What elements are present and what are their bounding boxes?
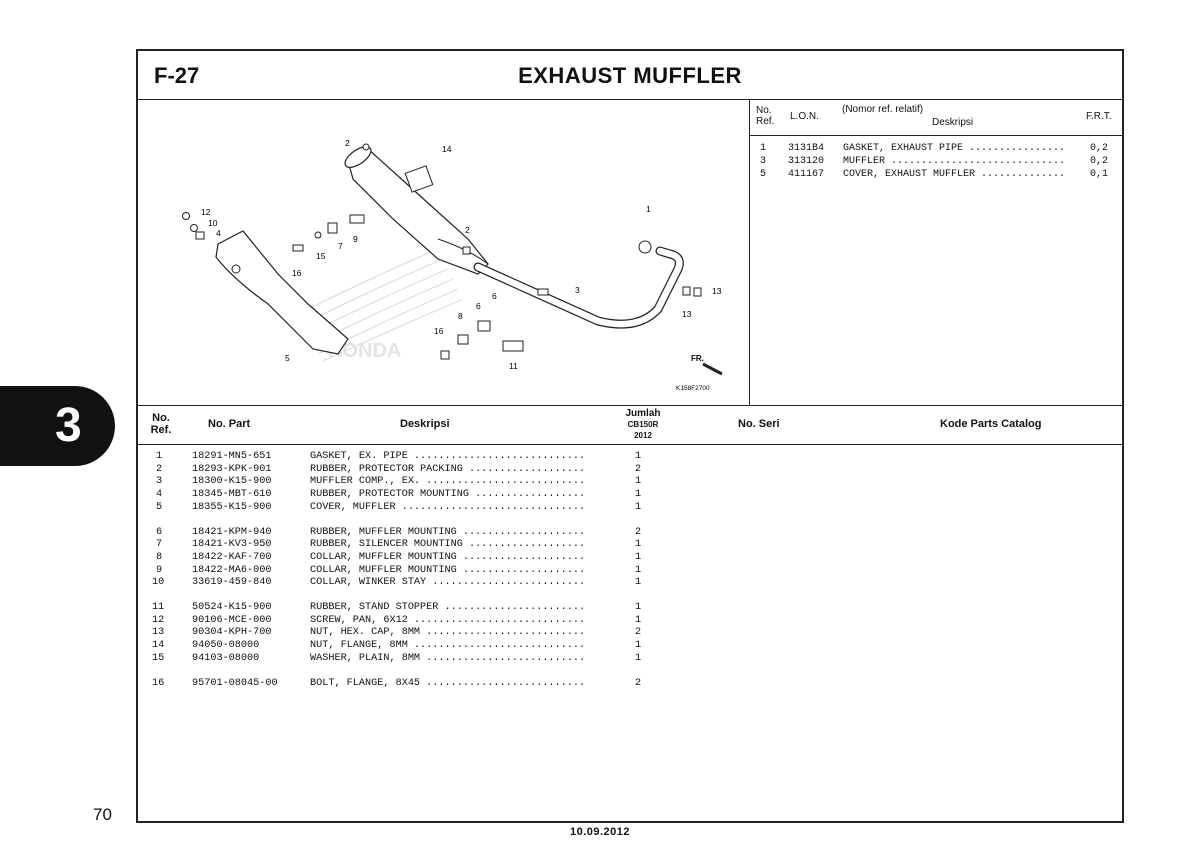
callout-label: 3 (575, 285, 580, 295)
lon-header-deskripsi: Deskripsi (932, 117, 974, 128)
callout-label: 4 (216, 228, 221, 238)
page-header: F-27 EXHAUST MUFFLER (138, 51, 1122, 100)
parts-table-header: No. Ref. No. Part Deskripsi Jumlah CB150… (138, 405, 1122, 445)
muffler-end (344, 146, 372, 168)
callout-label: 15 (316, 251, 326, 261)
callout-label: 8 (458, 311, 463, 321)
callout-label: 10 (208, 218, 218, 228)
callout-label: 7 (338, 241, 343, 251)
header-deskripsi: Deskripsi (400, 418, 450, 430)
callout-label: 6 (492, 291, 497, 301)
muffler-body (347, 148, 489, 275)
callout-label: 9 (353, 234, 358, 244)
lon-header-noref: No. Ref. (756, 105, 775, 127)
section-number: 3 (55, 399, 82, 452)
callout-label: 2 (345, 138, 350, 148)
page-number: 70 (93, 805, 112, 824)
divider (750, 135, 1122, 136)
lon-header-lon: L.O.N. (790, 111, 819, 122)
header-kode: Kode Parts Catalog (940, 418, 1042, 430)
footer-date: 10.09.2012 (569, 826, 631, 838)
exploded-diagram: HONDA FR. K158F2700 (138, 99, 750, 405)
fr-arrow (702, 362, 723, 376)
callout-label: 2 (465, 225, 470, 235)
drawing-code: K158F2700 (676, 385, 710, 392)
header-nopart: No. Part (208, 418, 251, 430)
page-frame: F-27 EXHAUST MUFFLER HONDA (136, 49, 1124, 823)
page-title: EXHAUST MUFFLER (518, 63, 742, 88)
muffler-cover (215, 230, 349, 355)
fr-label: FR. (691, 354, 704, 363)
callout-label: 13 (712, 286, 722, 296)
callout-label: 14 (442, 144, 452, 154)
muffler-bracket (404, 165, 434, 193)
callout-label: 1 (646, 204, 651, 214)
callout-label: 13 (682, 309, 692, 319)
figure-code: F-27 (154, 63, 200, 88)
header-jumlah: Jumlah (625, 408, 661, 419)
section-tab: 3 (0, 386, 115, 466)
callout-label: 11 (509, 361, 518, 371)
callout-label: 16 (434, 326, 444, 336)
fasteners (182, 143, 702, 360)
callout-label: 16 (292, 268, 302, 278)
cover-hole (231, 264, 241, 274)
watermark-text: HONDA (328, 340, 401, 362)
callout-label: 6 (476, 301, 481, 311)
exhaust-pipe-inner (474, 247, 683, 328)
callout-label: 12 (201, 207, 211, 217)
lon-header-frt: F.R.T. (1086, 111, 1112, 122)
header-noref: No. Ref. (150, 412, 172, 436)
callout-label: 5 (285, 353, 290, 363)
header-model: CB150R (627, 420, 659, 429)
header-year: 2012 (634, 431, 652, 440)
lon-table: No. Ref. L.O.N. (Nomor ref. relatif) Des… (750, 99, 1122, 405)
diagram-svg: HONDA FR. K158F2700 (182, 138, 723, 392)
header-noseri: No. Seri (738, 418, 780, 430)
lon-header-nomor: (Nomor ref. relatif) (842, 104, 924, 115)
